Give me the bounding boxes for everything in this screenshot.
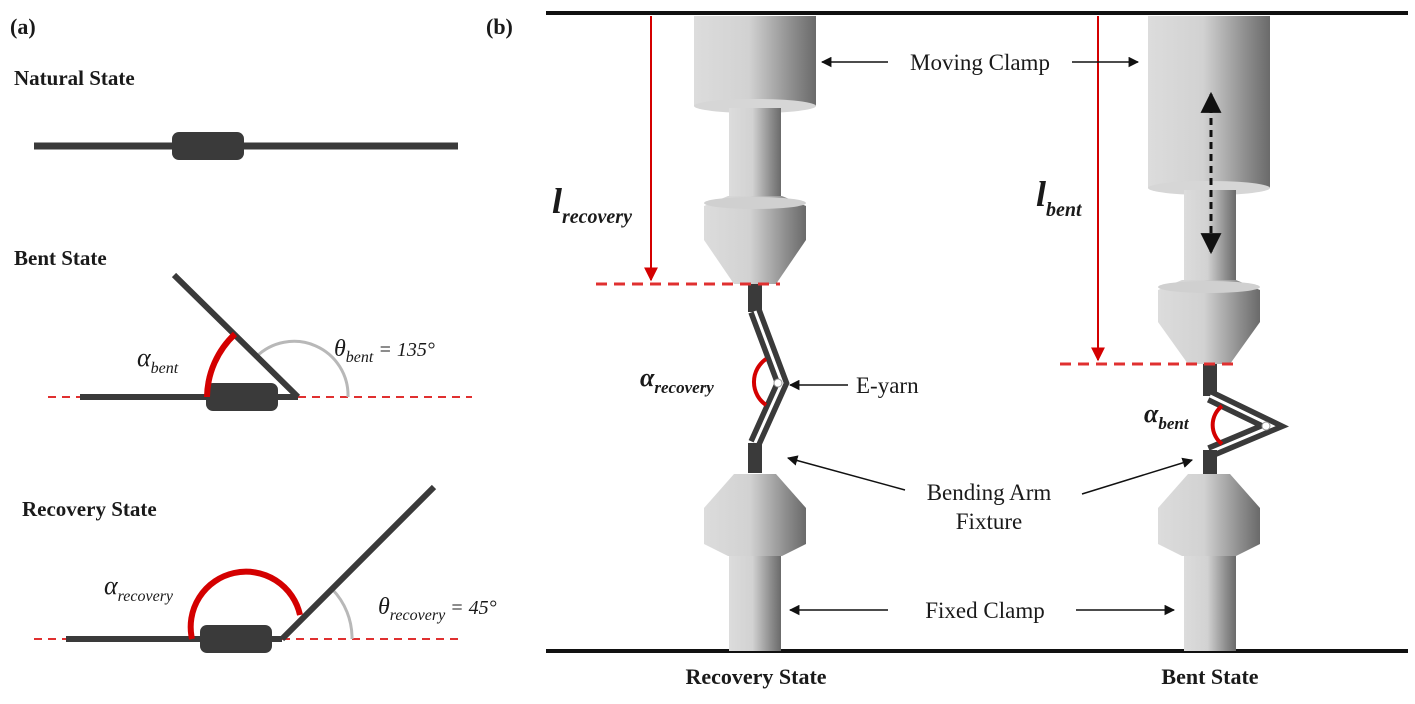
panel-a-label: (a) xyxy=(10,14,36,39)
right-moving-clamp xyxy=(1148,16,1270,195)
right-caption: Bent State xyxy=(1161,664,1258,689)
right-top-cone xyxy=(1158,280,1260,364)
bent-state-diagram xyxy=(48,272,472,411)
left-bottom-cone xyxy=(704,474,806,556)
left-bending-arm xyxy=(748,284,790,473)
alpha-bent-b-arc xyxy=(1210,404,1224,446)
left-fixed-clamp xyxy=(729,556,781,651)
alpha-recovery-b-label: αrecovery xyxy=(640,363,714,397)
alpha-bent-arc xyxy=(204,331,238,398)
bent-state-title: Bent State xyxy=(14,246,107,270)
bending-arm-label-1: Bending Arm xyxy=(927,480,1052,505)
left-upper-shaft xyxy=(729,108,781,200)
theta-bent-label: θbent = 135° xyxy=(334,336,435,366)
yarn-sensor-block xyxy=(206,383,278,411)
panel-b-label: (b) xyxy=(486,14,513,39)
theta-recovery-label: θrecovery = 45° xyxy=(378,594,497,624)
left-apparatus xyxy=(694,16,816,651)
e-yarn-annotation: E-yarn xyxy=(788,373,919,398)
recovery-state-title: Recovery State xyxy=(22,497,157,521)
right-bending-arm xyxy=(1203,364,1290,474)
recovery-state-diagram xyxy=(34,484,460,653)
alpha-bent-b-label: αbent xyxy=(1144,399,1190,433)
alpha-recovery-b-arc xyxy=(752,357,768,407)
theta-bent-arc xyxy=(254,339,350,398)
left-caption: Recovery State xyxy=(685,664,826,689)
l-recovery-label: lrecovery xyxy=(552,181,632,228)
bending-arm-annotation: Bending Arm Fixture xyxy=(786,455,1194,534)
e-yarn-label: E-yarn xyxy=(856,373,919,398)
bending-arm-label-2: Fixture xyxy=(956,509,1022,534)
l-bent-label: lbent xyxy=(1036,174,1083,221)
right-fixed-clamp xyxy=(1184,556,1236,651)
alpha-recovery-arc xyxy=(187,568,303,640)
yarn-sensor-block xyxy=(200,625,272,653)
alpha-bent-label: αbent xyxy=(137,343,179,377)
right-bottom-cone xyxy=(1158,474,1260,556)
yarn-sensor-block xyxy=(172,132,244,160)
alpha-recovery-label: αrecovery xyxy=(104,571,174,605)
natural-state-diagram xyxy=(34,132,458,160)
fixed-clamp-label: Fixed Clamp xyxy=(925,598,1044,623)
fixed-clamp-annotation: Fixed Clamp xyxy=(788,598,1176,623)
moving-clamp-label: Moving Clamp xyxy=(910,50,1050,75)
moving-clamp-annotation: Moving Clamp xyxy=(820,50,1140,75)
theta-recovery-arc xyxy=(330,587,354,640)
natural-state-title: Natural State xyxy=(14,66,135,90)
left-top-cone xyxy=(704,196,806,284)
left-moving-clamp xyxy=(694,16,816,113)
